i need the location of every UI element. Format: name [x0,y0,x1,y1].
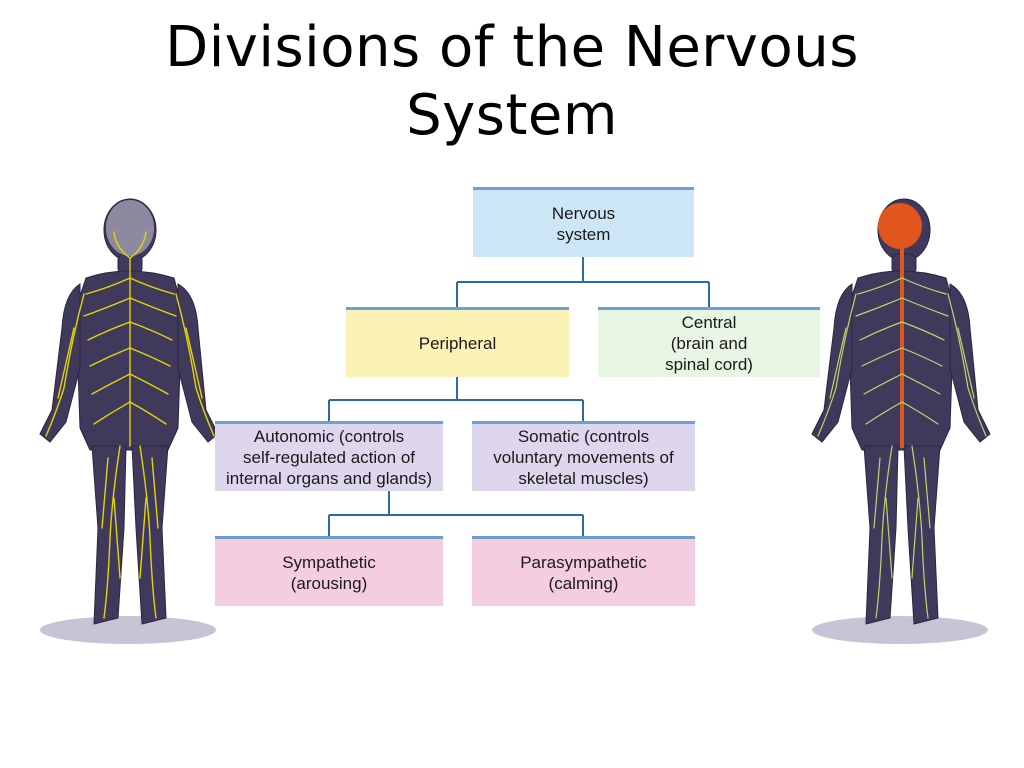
connector-autonomic-to-branches [328,491,584,536]
central-label: Central (brain and spinal cord) [665,313,753,374]
autonomic-label: Autonomic (controls self-regulated actio… [225,427,433,488]
nervous-system-box: Nervous system [473,187,694,257]
peripheral-label: Peripheral [418,334,497,353]
sympathetic-label: Sympathetic (arousing) [282,552,376,593]
nervous-system-label: Nervous system [551,203,616,244]
autonomic-box: Autonomic (controls self-regulated actio… [215,421,443,491]
connector-peripheral-to-subdivisions [328,377,584,421]
left-body-figure [39,198,219,644]
somatic-label: Somatic (controls voluntary movements of… [493,427,674,488]
title-line-2: System [406,83,618,148]
somatic-box: Somatic (controls voluntary movements of… [472,421,695,491]
title-line-1: Divisions of the Nervous [165,15,859,80]
peripheral-box: Peripheral [346,307,569,377]
parasympathetic-box: Parasympathetic (calming) [472,536,695,606]
page-title: Divisions of the Nervous System [0,14,1024,150]
central-box: Central (brain and spinal cord) [598,307,820,377]
sympathetic-box: Sympathetic (arousing) [215,536,443,606]
right-body-figure [811,198,991,644]
connector-nervous-to-divisions [456,257,710,307]
parasympathetic-label: Parasympathetic (calming) [520,552,647,593]
